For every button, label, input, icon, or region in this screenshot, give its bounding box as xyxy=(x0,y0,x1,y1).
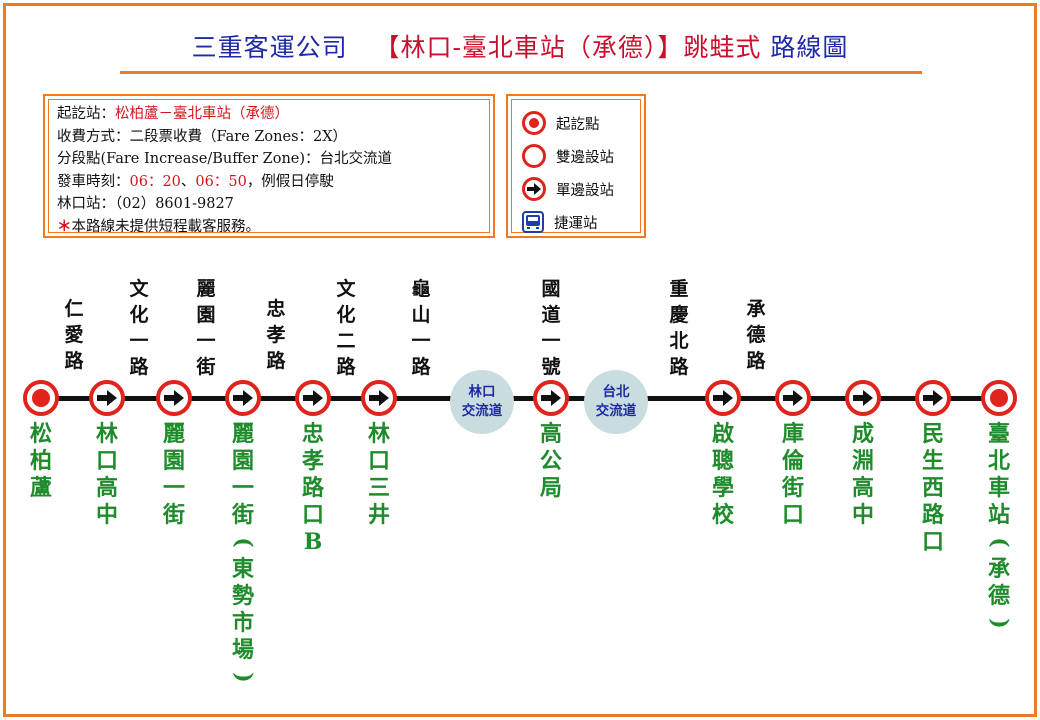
origin-stop-icon xyxy=(23,380,59,416)
road-label: 忠孝路 xyxy=(266,298,286,372)
title-company: 三重客運公司 xyxy=(191,33,348,62)
stop-name: 林口三井 xyxy=(367,421,390,528)
stop-name: 民生西路口 xyxy=(921,421,944,555)
info-departure: 發車時刻：06：20、06：50，例假日停駛 xyxy=(57,173,334,190)
road-label: 文化一路 xyxy=(129,278,149,378)
origin-stop-icon xyxy=(981,380,1017,416)
interchange-marker: 林口交流道 xyxy=(450,370,514,434)
arrow-right-icon xyxy=(705,380,741,416)
stop-name: 庫倫街口 xyxy=(781,421,804,528)
route-line xyxy=(40,396,998,401)
road-label: 仁愛路 xyxy=(64,298,84,372)
one-way-stop-marker xyxy=(705,380,741,416)
one-way-stop-marker xyxy=(225,380,261,416)
route-info-box: 起訖站：松柏蘆－臺北車站（承德） 收費方式：二段票收費（Fare Zones：2… xyxy=(43,94,495,238)
arrow-right-icon xyxy=(89,380,125,416)
arrow-right-icon xyxy=(845,380,881,416)
arrow-right-icon xyxy=(361,380,397,416)
stop-name: 高公局 xyxy=(539,421,562,501)
legend-metro: 捷運站 xyxy=(522,210,598,234)
asterisk-icon: ＊ xyxy=(57,217,72,235)
one-way-stop-marker xyxy=(89,380,125,416)
legend-one-way: 單邊設站 xyxy=(522,177,614,201)
arrow-right-icon xyxy=(915,380,951,416)
interchange-type: 交流道 xyxy=(461,403,503,419)
arrow-right-icon xyxy=(156,380,192,416)
info-note: ＊本路線未提供短程載客服務。 xyxy=(57,217,260,235)
one-way-stop-marker xyxy=(915,380,951,416)
interchange-name: 林口 xyxy=(468,384,496,400)
legend-box: 起訖點 雙邊設站 單邊設站 捷運站 xyxy=(506,94,646,238)
road-label: 麗園一街 xyxy=(196,278,216,378)
road-label: 承德路 xyxy=(746,298,766,372)
metro-station-icon xyxy=(522,211,544,233)
stop-name: 啟聰學校 xyxy=(711,421,734,528)
info-terminal: 起訖站：松柏蘆－臺北車站（承德） xyxy=(57,106,289,122)
title-type: 跳蛙式 xyxy=(683,33,762,62)
interchange-name: 台北 xyxy=(602,384,630,400)
page-frame xyxy=(3,3,1037,717)
one-way-stop-marker xyxy=(361,380,397,416)
info-phone: 林口站：（02）8601-9827 xyxy=(57,196,234,212)
one-way-stop-marker xyxy=(295,380,331,416)
legend-origin: 起訖點 xyxy=(522,111,600,135)
info-fare: 收費方式：二段票收費（Fare Zones：2X） xyxy=(57,128,348,145)
origin-stop-marker xyxy=(23,380,59,416)
interchange-type: 交流道 xyxy=(595,403,637,419)
origin-stop-marker xyxy=(981,380,1017,416)
stop-name: 林口高中 xyxy=(95,421,118,528)
one-way-stop-marker xyxy=(845,380,881,416)
road-label: 文化二路 xyxy=(336,278,356,378)
origin-stop-icon xyxy=(522,111,546,135)
one-way-stop-marker xyxy=(156,380,192,416)
route-info-inner: 起訖站：松柏蘆－臺北車站（承德） 收費方式：二段票收費（Fare Zones：2… xyxy=(48,99,490,235)
one-way-stop-marker xyxy=(533,380,569,416)
one-way-stop-marker xyxy=(775,380,811,416)
page-title: 三重客運公司 【林口-臺北車站（承德）】跳蛙式 路線圖 xyxy=(0,28,1040,64)
road-label: 重慶北路 xyxy=(669,278,689,378)
legend-two-way: 雙邊設站 xyxy=(522,144,614,168)
arrow-right-icon xyxy=(533,380,569,416)
title-divider xyxy=(120,71,922,74)
stop-name: 松柏蘆 xyxy=(29,421,52,501)
stop-name: 成淵高中 xyxy=(851,421,874,528)
road-label: 龜山一路 xyxy=(411,278,431,378)
info-buffer-zone: 分段點(Fare Increase/Buffer Zone)：台北交流道 xyxy=(57,151,393,167)
road-label: 國道一號 xyxy=(541,278,561,378)
stop-name: 臺北車站(承德) xyxy=(986,421,1013,629)
title-suffix: 路線圖 xyxy=(770,33,849,62)
arrow-right-icon xyxy=(225,380,261,416)
arrow-right-icon xyxy=(775,380,811,416)
one-way-stop-icon xyxy=(522,177,546,201)
stop-name: 麗園一街 xyxy=(162,421,185,528)
stop-name: 麗園一街(東勢市場) xyxy=(230,421,257,683)
interchange-marker: 台北交流道 xyxy=(584,370,648,434)
two-way-stop-icon xyxy=(522,144,546,168)
arrow-right-icon xyxy=(295,380,331,416)
legend-inner: 起訖點 雙邊設站 單邊設站 捷運站 xyxy=(511,99,641,233)
title-route: 【林口-臺北車站（承德）】 xyxy=(374,33,684,62)
